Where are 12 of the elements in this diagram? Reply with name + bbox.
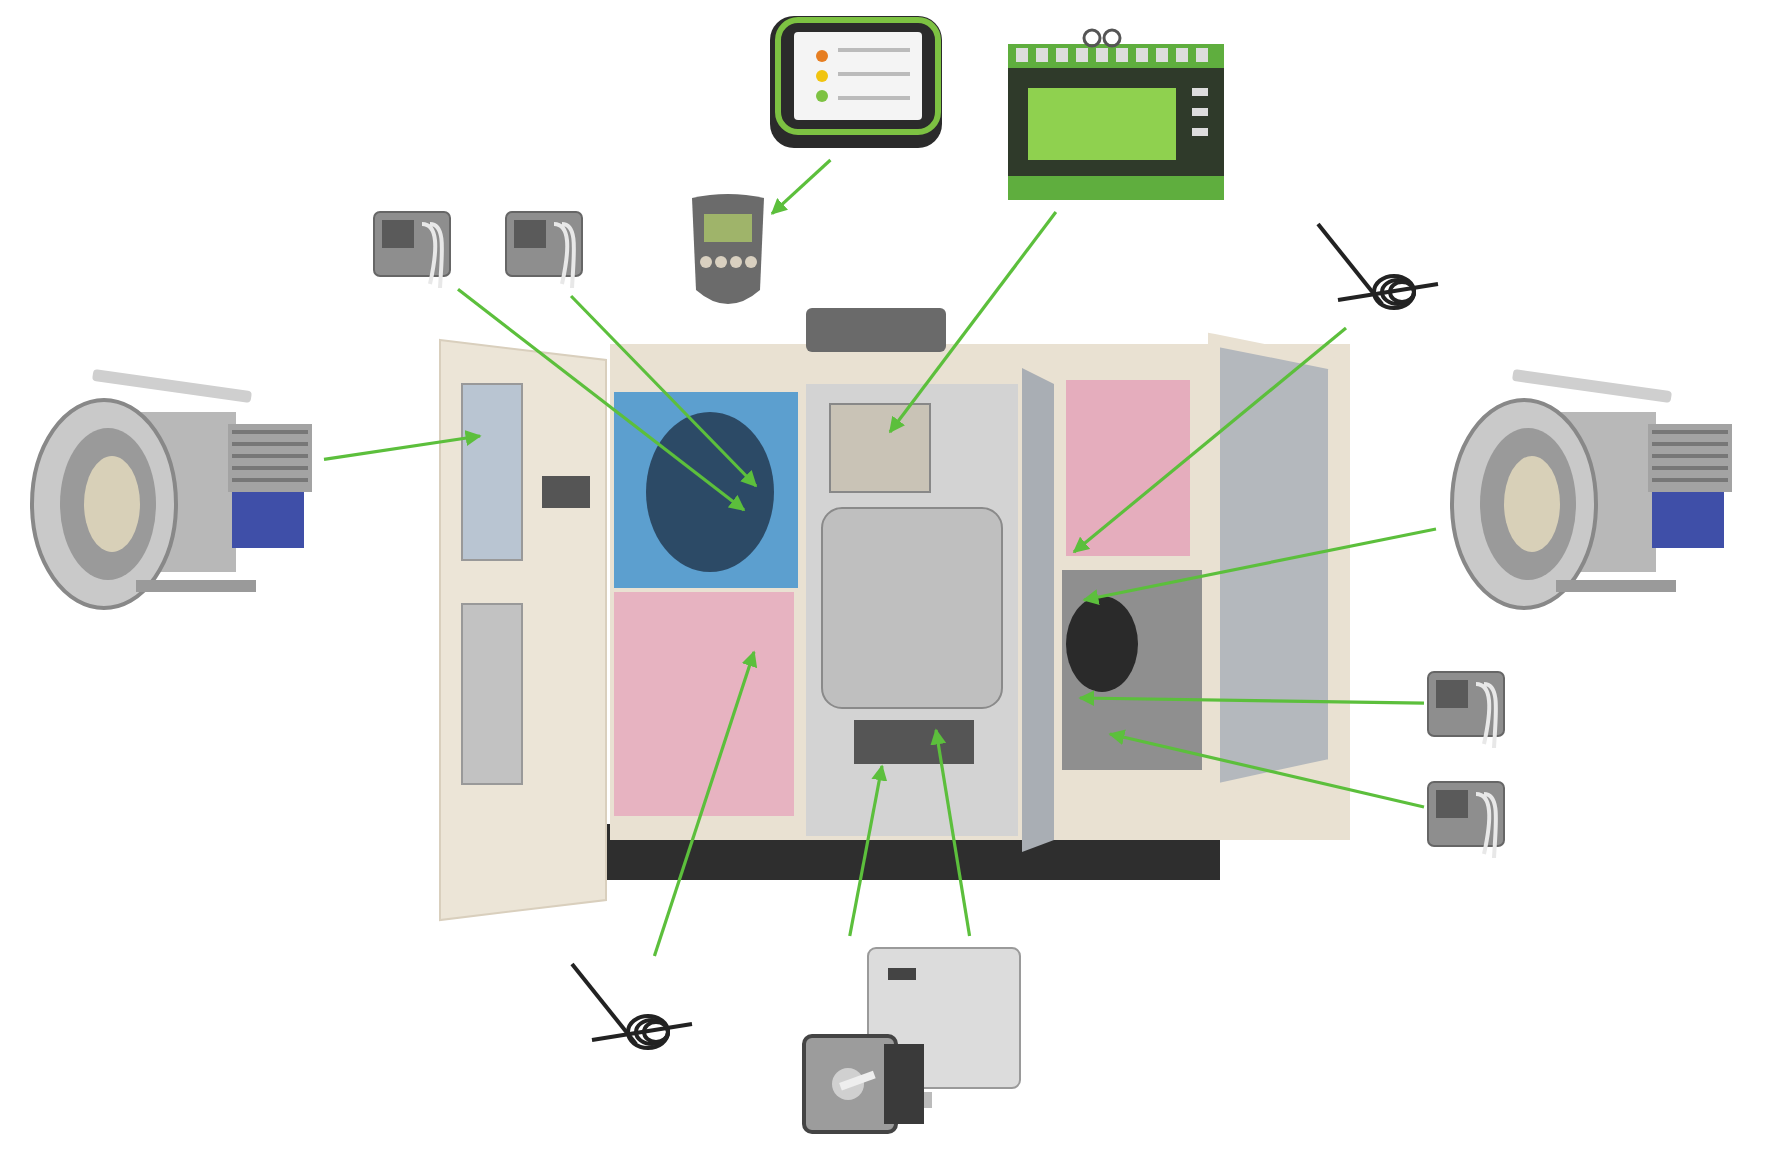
leader-arrow [1072,326,1347,554]
leader-arrow [1078,690,1425,707]
leader-arrow [930,728,972,937]
leader-arrow [848,764,888,937]
leader-arrow [888,211,1058,434]
leader-arrow [569,294,758,488]
leader-arrow [770,158,832,215]
leader-arrow [323,430,482,461]
leader-arrow [652,650,758,957]
leader-arrow [1082,527,1437,605]
leader-arrow [1108,729,1425,809]
leader-arrow [457,288,746,512]
